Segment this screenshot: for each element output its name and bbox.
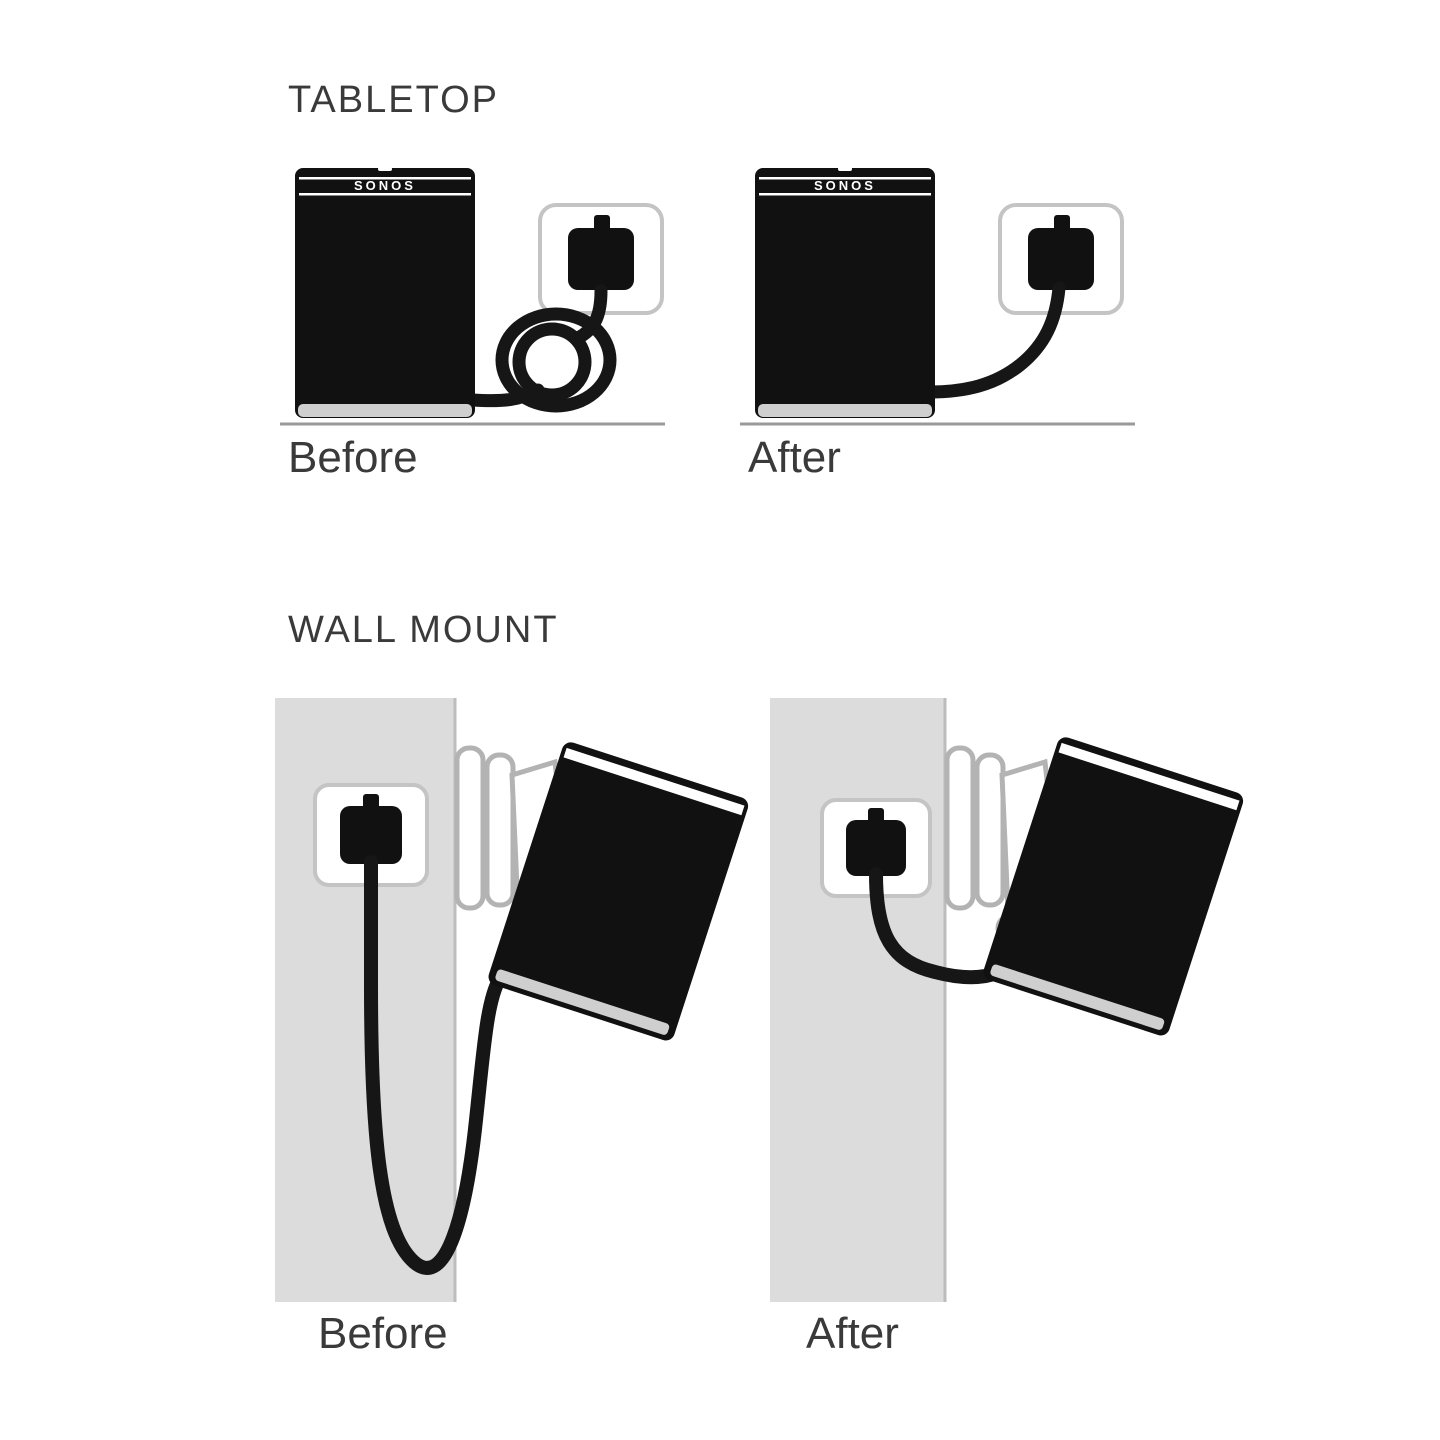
speaker-band-line-bottom xyxy=(299,193,471,196)
wall-outlet xyxy=(998,203,1124,315)
wall-outlet xyxy=(820,798,932,898)
speaker-top-notch xyxy=(378,167,392,171)
cable-loop-outer xyxy=(495,307,617,413)
speaker-brand-label: SONOS xyxy=(354,178,416,193)
wall-mount-section: WALL MOUNT xyxy=(275,609,1244,1358)
bracket-hinge-bar xyxy=(944,745,976,911)
wall-outlet xyxy=(538,203,664,315)
speaker-base xyxy=(298,404,472,417)
speaker-band-line-top xyxy=(759,177,931,180)
speaker-base xyxy=(990,964,1165,1030)
cable-to-plug xyxy=(571,284,608,345)
tabletop-before-label: Before xyxy=(288,433,418,482)
sonos-speaker: SONOS xyxy=(755,167,935,418)
speaker-base xyxy=(495,969,670,1035)
power-plug xyxy=(1028,228,1094,290)
coiled-cable xyxy=(465,284,617,413)
plug-stub xyxy=(1054,215,1070,231)
power-plug xyxy=(340,806,402,864)
speaker-base xyxy=(758,404,932,417)
wall-mounted-speaker xyxy=(983,737,1244,1036)
speaker-band-line-bottom xyxy=(759,193,931,196)
wall-strip xyxy=(770,698,945,1302)
bracket-hinge-bar xyxy=(484,752,516,908)
speaker-band-line-top xyxy=(299,177,471,180)
wall-mount-before-illustration: Before xyxy=(275,698,749,1358)
speaker-brand-label: SONOS xyxy=(814,178,876,193)
speaker-top-band xyxy=(1058,742,1240,811)
tabletop-section: TABLETOP xyxy=(280,79,1135,482)
speaker-body xyxy=(983,737,1244,1036)
wall-mount-after-label: After xyxy=(806,1309,899,1358)
bracket-hinge-bar xyxy=(974,752,1006,908)
bracket-hinge-bar xyxy=(454,745,486,911)
tabletop-after-illustration: SONOS After xyxy=(740,167,1135,482)
wall-mount-before-label: Before xyxy=(318,1309,448,1358)
wall-outlet xyxy=(313,783,429,887)
tabletop-section-title: TABLETOP xyxy=(288,79,499,121)
tabletop-after-label: After xyxy=(748,433,841,482)
short-cable xyxy=(923,281,1066,399)
long-drooping-cable xyxy=(364,855,507,1275)
cable-loop-inner xyxy=(512,322,592,402)
power-plug xyxy=(846,820,906,876)
speaker-body xyxy=(295,168,475,418)
wall-mount-section-title: WALL MOUNT xyxy=(288,609,559,651)
sonos-speaker: SONOS xyxy=(295,167,475,418)
speaker-body xyxy=(755,168,935,418)
wall-mounted-speaker xyxy=(488,742,749,1041)
tabletop-before-illustration: SONOS Before xyxy=(280,167,665,482)
plug-stub xyxy=(594,215,610,231)
power-plug xyxy=(568,228,634,290)
speaker-top-band xyxy=(563,747,745,816)
wall-mount-after-illustration: After xyxy=(770,698,1244,1358)
short-cable xyxy=(869,867,1007,985)
speaker-top-notch xyxy=(838,167,852,171)
speaker-body xyxy=(488,742,749,1041)
